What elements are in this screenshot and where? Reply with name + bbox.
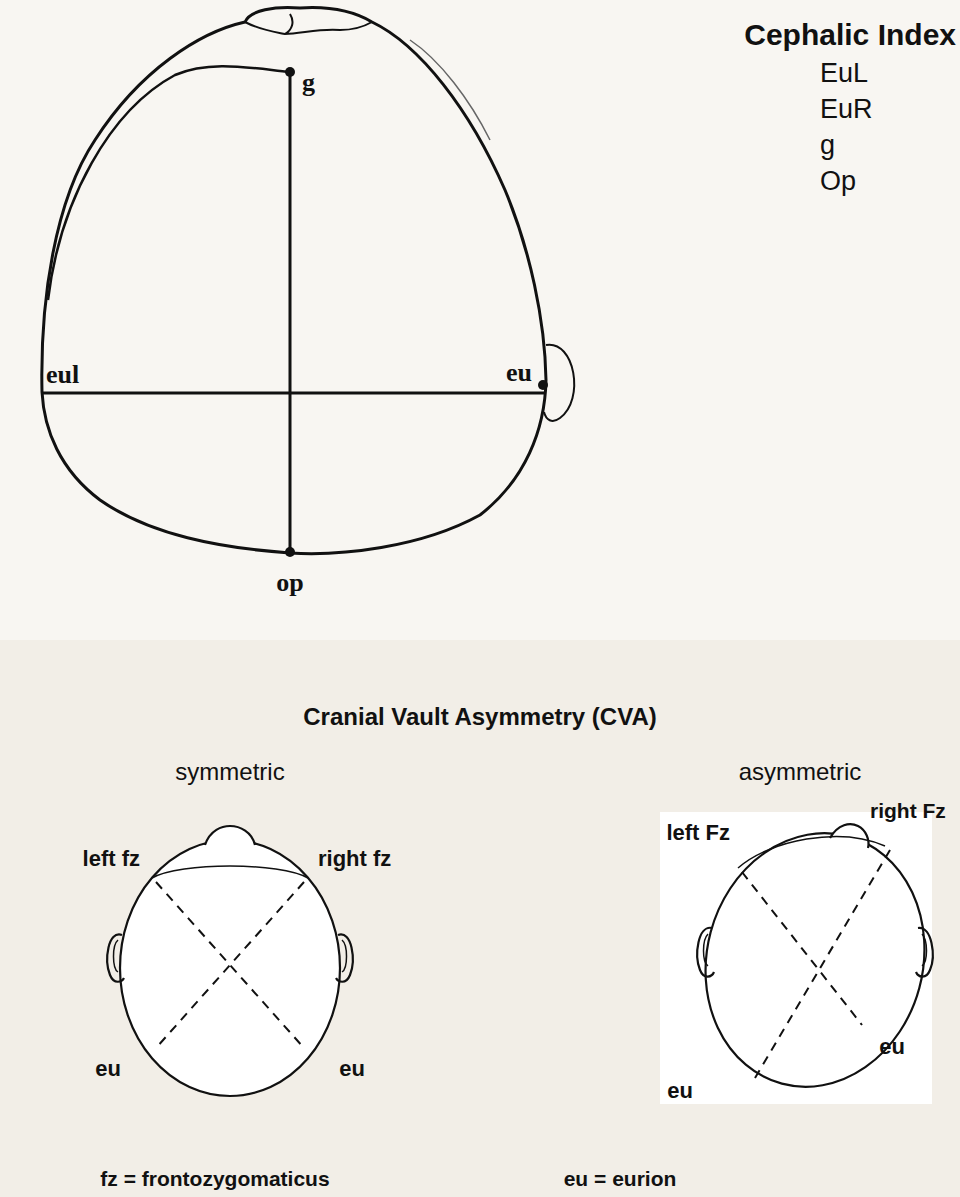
asymmetric-head [678,808,953,1111]
landmark-dots [285,67,548,557]
point-label: left Fz [666,822,730,844]
legend-note: fz = frontozygomaticus [100,1168,329,1189]
point-label: eu [95,1058,121,1080]
symmetric-head [107,826,352,1096]
top-panel [0,0,960,640]
landmark-label: op [276,570,303,596]
landmark-item: g [820,132,835,159]
landmark-label: eu [506,360,532,386]
point-label: right Fz [870,800,946,821]
legend-note: eu = eurion [564,1168,677,1189]
point-label: right fz [318,848,391,870]
landmark-label: eul [46,362,79,388]
figure-caption: asymmetric [739,760,862,784]
skull-outline [42,8,574,554]
landmark-item: EuL [820,60,868,87]
point-label: eu [667,1080,693,1102]
point-label: left fz [83,848,140,870]
section-heading: Cranial Vault Asymmetry (CVA) [303,705,656,729]
landmark-item: EuR [820,96,873,123]
landmark-label: g [302,70,315,96]
figure-caption: symmetric [175,760,284,784]
landmark-item: Op [820,168,856,195]
title: Cephalic Index [744,20,956,50]
point-label: eu [339,1058,365,1080]
point-label: eu [879,1036,905,1058]
